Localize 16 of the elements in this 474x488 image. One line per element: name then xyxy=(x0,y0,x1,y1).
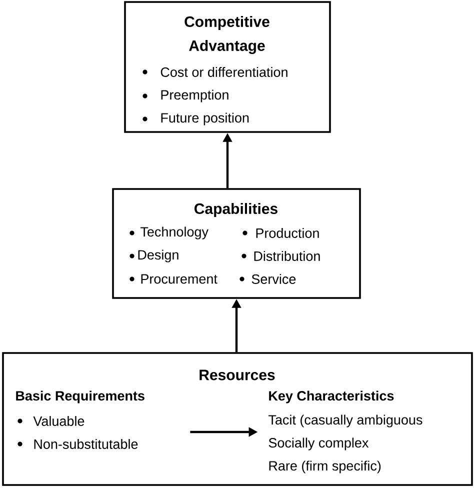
bullet-item: Service xyxy=(240,274,296,284)
bullet-item: Distribution xyxy=(242,251,320,261)
characteristics-list: Key Characteristics Tacit (casually ambiguous Socially complex Rare (firm specific) xyxy=(268,390,422,474)
requirements-list: Basic Requirements Valuable Non-substitutable xyxy=(16,390,144,449)
bullet-item: Production xyxy=(242,228,319,238)
advantage-box: Competitive Advantage Cost or differentiation Preemption Future position xyxy=(124,1,331,133)
bullet-item: Cost or differentiation xyxy=(142,67,288,77)
bullet-item: Technology xyxy=(130,226,208,240)
capabilities-box: Capabilities Technology Production Design Distribution Procurement Service xyxy=(112,188,361,299)
bullet-item: Non-substitutable xyxy=(18,439,138,449)
bullet-item: Procurement xyxy=(130,274,218,284)
bullet-item: Future position xyxy=(142,112,249,126)
bullet-item: Preemption xyxy=(142,90,228,102)
node-label: Basic Requirements xyxy=(16,390,144,404)
bullet-item: Valuable xyxy=(18,416,84,426)
bullet-item: Design xyxy=(130,250,178,262)
